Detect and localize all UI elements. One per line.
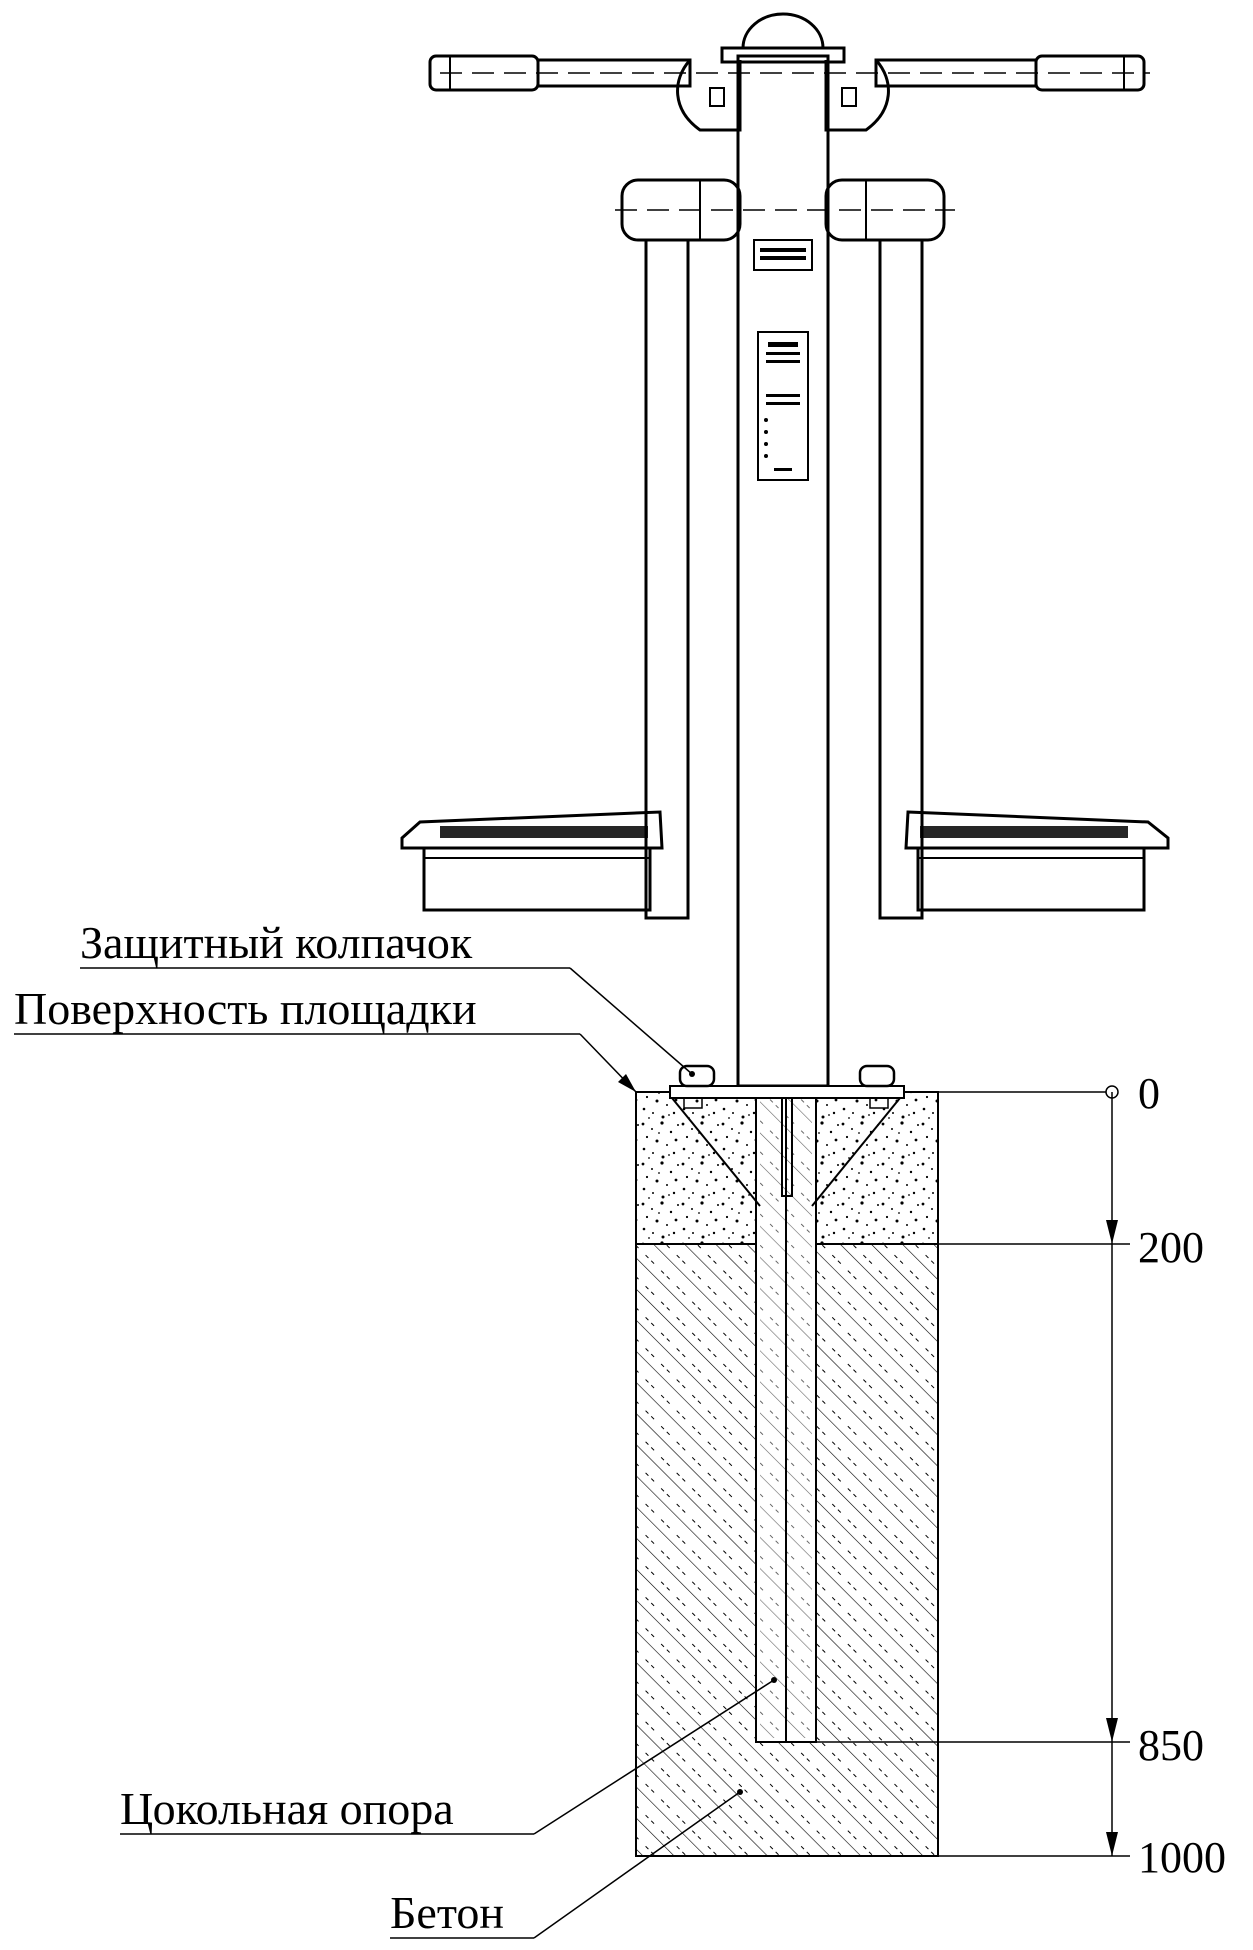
level-1000-label: 1000	[1138, 1833, 1226, 1882]
dimension-system	[816, 1085, 1130, 1857]
column-top-plate	[753, 239, 813, 271]
info-plate	[757, 331, 809, 481]
foundation	[635, 1085, 939, 1857]
cross-arms	[615, 178, 955, 242]
protective-cap-label: Защитный колпачок	[80, 917, 473, 968]
surface-label: Поверхность площадки	[14, 983, 477, 1034]
handlebar	[428, 12, 1150, 132]
base-plate	[669, 1085, 905, 1099]
level-200-label: 200	[1138, 1223, 1204, 1272]
right-bracket	[824, 58, 890, 132]
pendulum-legs	[644, 238, 924, 920]
plinth-support-label: Цокольная опора	[120, 1783, 454, 1834]
top-dome	[741, 12, 825, 50]
right-pedal	[904, 810, 1170, 912]
leader-lines	[14, 967, 777, 1939]
left-pedal	[400, 810, 664, 912]
level-0-label: 0	[1138, 1069, 1160, 1118]
level-850-label: 850	[1138, 1721, 1204, 1770]
concrete-label: Бетон	[390, 1887, 504, 1938]
protective-caps	[678, 1064, 896, 1109]
left-bracket	[676, 58, 742, 132]
